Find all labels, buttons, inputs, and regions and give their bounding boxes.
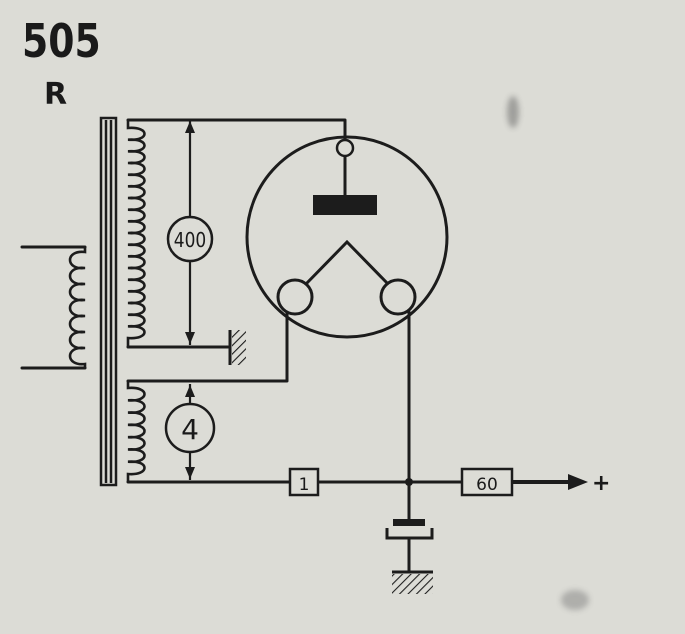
positive-terminal-label: +	[592, 471, 610, 496]
resistor-60-label: 60	[476, 475, 498, 495]
transformer-icon	[20, 116, 146, 487]
diagram-number: 505	[22, 14, 101, 68]
filament-secondary-winding	[126, 381, 146, 482]
hv-secondary-winding	[126, 120, 146, 347]
hv-voltage-label: 400	[174, 230, 206, 253]
filament-voltage-label: 4	[181, 413, 199, 446]
primary-winding	[20, 245, 87, 370]
hv-top-wire	[126, 118, 347, 142]
resistor-1: 1	[288, 467, 320, 497]
arrow-right-icon	[512, 474, 588, 490]
paper-smudges	[507, 96, 589, 610]
ground-hatch-icon	[228, 330, 246, 365]
resistor-60: 60	[460, 467, 514, 497]
filament-voltage-marker: 4	[164, 384, 216, 480]
ground-hatch-icon	[392, 570, 433, 594]
hv-voltage-marker: 400	[166, 120, 214, 345]
capacitor-icon	[385, 519, 434, 572]
rectifier-tube-icon	[245, 135, 449, 339]
resistor-1-label: 1	[299, 475, 310, 495]
diagram-letter: R	[44, 77, 67, 112]
filament-top-wire	[126, 310, 289, 383]
